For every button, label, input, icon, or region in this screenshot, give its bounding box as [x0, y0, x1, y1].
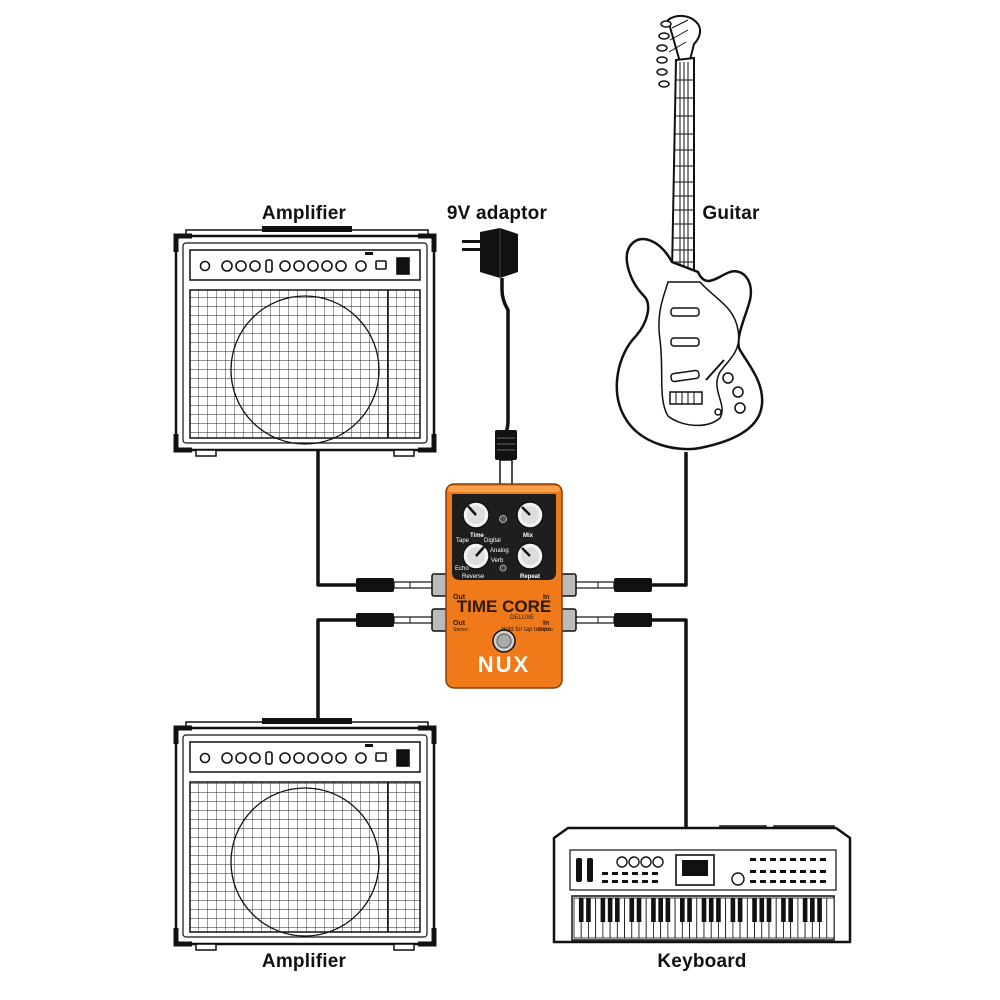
black-key [629, 898, 635, 922]
plug-adaptor [495, 430, 517, 486]
amplifier-bottom [173, 718, 437, 951]
led-indicator [499, 515, 507, 523]
black-key [687, 898, 692, 922]
black-key [817, 898, 822, 922]
black-key [615, 898, 620, 922]
black-key [788, 898, 793, 922]
cable-adaptor [500, 278, 510, 433]
amp-bottom-knobs [199, 749, 410, 767]
black-key [730, 898, 736, 922]
pedal-title: TIME CORE [457, 597, 551, 616]
pedal-edition: DELUXE [510, 615, 534, 621]
label-keyboard: Keyboard [657, 951, 746, 972]
label-amplifier-top: Amplifier [262, 203, 347, 224]
mode-label-reverse: Reverse [462, 574, 485, 580]
black-key [586, 898, 591, 922]
plug-keyboard [573, 613, 652, 627]
black-key [708, 898, 714, 922]
label-amplifier-bottom: Amplifier [262, 951, 347, 972]
jack-sub-out-bottom: Stereo [453, 627, 468, 633]
jack-label-out-bottom: Out [453, 620, 466, 627]
black-key [759, 898, 765, 922]
black-key [665, 898, 671, 922]
plug-guitar [573, 578, 652, 592]
jack-label-out-top: Out [453, 594, 466, 601]
cable-amp-bottom [316, 618, 358, 728]
black-keys [578, 898, 822, 922]
jack-label-in-top: In [543, 594, 549, 601]
mode-label-echo: Echo [455, 566, 469, 572]
black-key [716, 898, 721, 922]
knob-label-mix: Mix [523, 533, 534, 539]
label-guitar: Guitar [702, 203, 760, 224]
black-key [651, 898, 656, 922]
mini-toggle[interactable] [499, 564, 507, 572]
jack-label-in-bottom: In [543, 620, 549, 627]
jack-sub-in-bottom: Stereo [538, 627, 553, 633]
knob-mode[interactable] [462, 542, 490, 570]
time-core-pedal: Time Mix Repeat Tape Digital Analog Verb… [431, 483, 577, 689]
label-adaptor: 9V adaptor [447, 203, 548, 224]
black-key [578, 898, 584, 922]
knob-time[interactable] [462, 501, 490, 529]
amp-top-knobs [199, 257, 410, 275]
footswitch-hint: Hold for tap tempo [501, 627, 551, 633]
black-key [737, 898, 743, 922]
black-key [752, 898, 757, 922]
plug-amp-top [356, 578, 435, 592]
knob-label-repeat: Repeat [520, 574, 540, 580]
plug-amp-bottom [356, 613, 435, 627]
keyboard-synth [552, 825, 852, 944]
black-key [636, 898, 642, 922]
power-adaptor [462, 228, 518, 278]
mode-label-digital: Digital [484, 538, 501, 544]
black-key [810, 898, 815, 922]
black-key [781, 898, 786, 922]
cable-guitar [650, 452, 688, 587]
knob-label-time: Time [470, 533, 485, 539]
footswitch[interactable] [492, 629, 516, 653]
knob-repeat[interactable] [516, 542, 544, 570]
mode-label-verb: Verb [491, 558, 504, 564]
black-key [658, 898, 663, 922]
electric-guitar [615, 14, 764, 451]
black-key [600, 898, 606, 922]
cable-amp-top [316, 450, 358, 587]
black-key [701, 898, 707, 922]
brand-logo: NUX [478, 652, 530, 677]
amplifier-top [173, 226, 437, 457]
black-key [766, 898, 772, 922]
mode-label-tape: Tape [456, 538, 470, 544]
mode-label-analog: Analog [490, 548, 509, 554]
black-key [607, 898, 613, 922]
black-key [680, 898, 685, 922]
cable-plugs [356, 430, 652, 627]
black-key [802, 898, 808, 922]
knob-mix[interactable] [516, 501, 544, 529]
white-key [826, 897, 835, 939]
cable-keyboard [650, 618, 688, 828]
